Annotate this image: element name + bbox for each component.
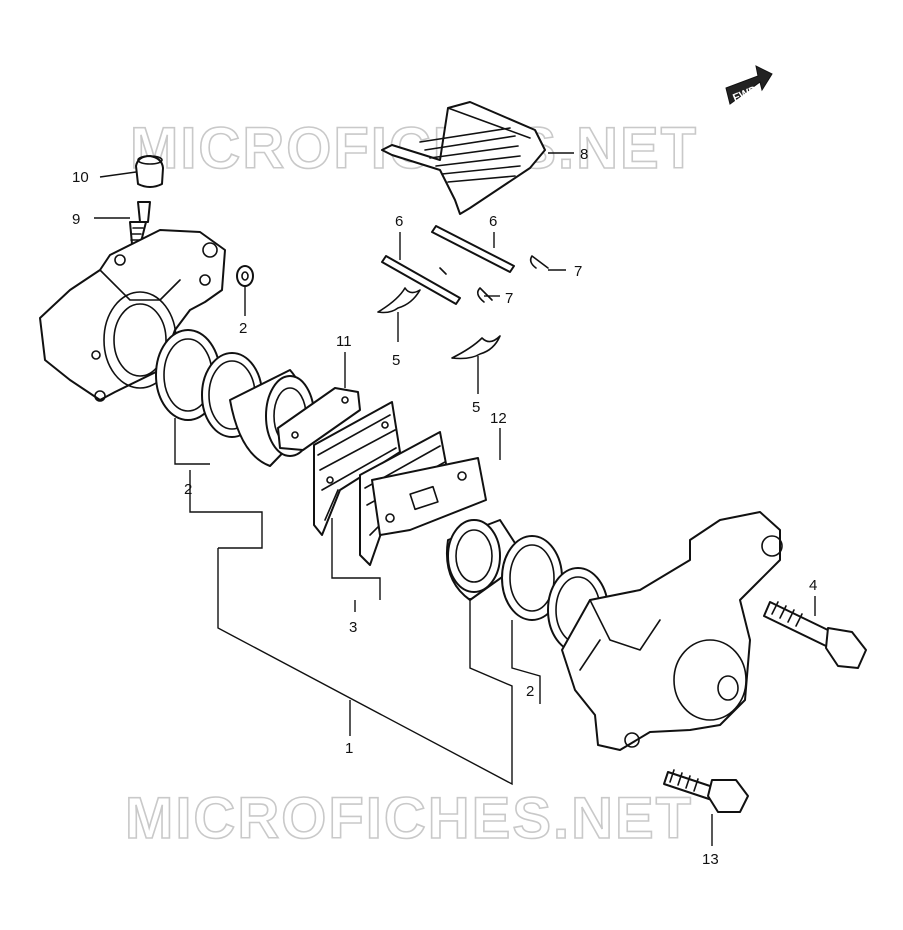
washer: [236, 265, 254, 287]
caliper-housing-right: [561, 511, 783, 751]
pin-clip-2: [476, 287, 493, 303]
pin-clip-1: [529, 255, 549, 269]
callout-11: 11: [336, 333, 352, 350]
pad-shim: [277, 387, 361, 451]
callout-5-lower: 5: [472, 399, 480, 416]
bleeder-cap: [135, 155, 164, 188]
pad-spring-2: [451, 335, 501, 360]
callout-7-right: 7: [574, 263, 582, 280]
caliper-bolt: [663, 769, 749, 813]
callout-2-left: 2: [184, 481, 192, 498]
callout-1: 1: [345, 740, 353, 757]
callout-4: 4: [809, 577, 817, 594]
piston-right: [446, 519, 527, 601]
pad-spring-1: [377, 287, 421, 314]
pad-shim-right: [371, 457, 487, 536]
fwd-arrow: FWD: [725, 65, 773, 105]
watermark-top: MICROFICHES.NET: [130, 116, 698, 181]
callout-8: 8: [580, 146, 588, 163]
pad-cover: [381, 101, 546, 215]
callout-5-upper: 5: [392, 352, 400, 369]
callout-3: 3: [349, 619, 357, 636]
callout-9: 9: [72, 211, 80, 228]
callout-2-washer: 2: [239, 320, 247, 337]
pad-pin-1: [381, 255, 461, 305]
leader-lines: [94, 152, 816, 846]
mounting-bolt: [763, 601, 867, 669]
callout-6-right: 6: [489, 213, 497, 230]
callout-7-left: 7: [505, 290, 513, 307]
caliper-housing-left: [39, 229, 226, 402]
callout-2-right: 2: [526, 683, 534, 700]
callout-10: 10: [72, 169, 89, 186]
watermark-bottom: MICROFICHES.NET: [125, 786, 693, 851]
callout-13: 13: [702, 851, 719, 868]
callout-6-left: 6: [395, 213, 403, 230]
pad-pin-2: [431, 225, 515, 273]
callout-12: 12: [490, 410, 507, 427]
brake-pad-left: [313, 401, 401, 536]
